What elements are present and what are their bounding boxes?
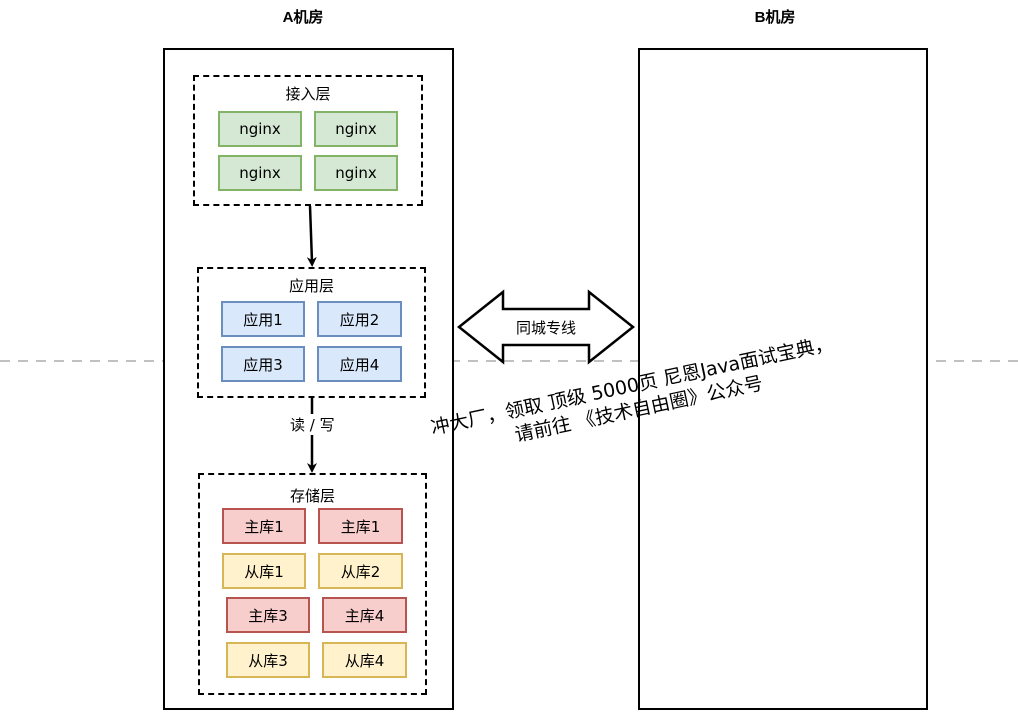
slave-db-3: 从库3 bbox=[226, 642, 310, 678]
slave-db-1: 从库1 bbox=[222, 553, 306, 589]
nginx-node-4: nginx bbox=[314, 155, 398, 191]
master-db-1a: 主库1 bbox=[222, 508, 306, 544]
app-node-3: 应用3 bbox=[221, 346, 305, 382]
nginx-node-2: nginx bbox=[314, 111, 398, 147]
nginx-node-3: nginx bbox=[218, 155, 302, 191]
storage-layer-label: 存储层 bbox=[289, 487, 335, 505]
app-node-1: 应用1 bbox=[221, 301, 305, 337]
nginx-node-1: nginx bbox=[218, 111, 302, 147]
link-double-arrow bbox=[456, 289, 636, 365]
access-layer-label: 接入层 bbox=[285, 85, 331, 103]
master-db-4: 主库4 bbox=[322, 597, 407, 633]
master-db-1b: 主库1 bbox=[318, 508, 403, 544]
room-b-container bbox=[638, 48, 928, 710]
app-node-4: 应用4 bbox=[317, 346, 402, 382]
read-write-label: 读 / 写 bbox=[288, 414, 337, 435]
app-node-2: 应用2 bbox=[317, 301, 402, 337]
link-label: 同城专线 bbox=[515, 319, 576, 337]
slave-db-2: 从库2 bbox=[318, 553, 403, 589]
room-a-title: A机房 bbox=[282, 9, 324, 26]
master-db-3: 主库3 bbox=[226, 597, 310, 633]
app-layer-label: 应用层 bbox=[288, 277, 334, 295]
slave-db-4: 从库4 bbox=[322, 642, 407, 678]
access-to-app-arrow bbox=[306, 205, 317, 267]
room-b-title: B机房 bbox=[754, 9, 796, 26]
